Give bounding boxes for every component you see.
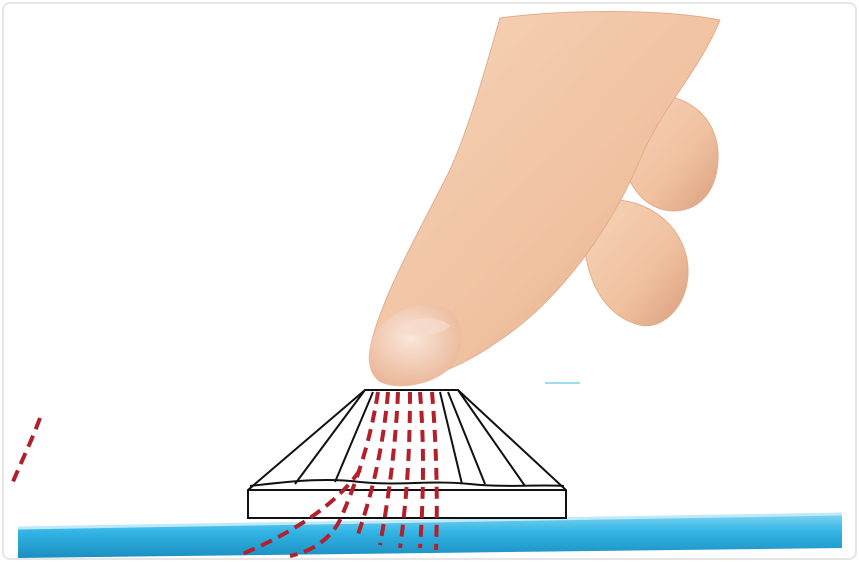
finger-icon — [369, 12, 720, 387]
glass-surface-icon — [18, 514, 842, 558]
